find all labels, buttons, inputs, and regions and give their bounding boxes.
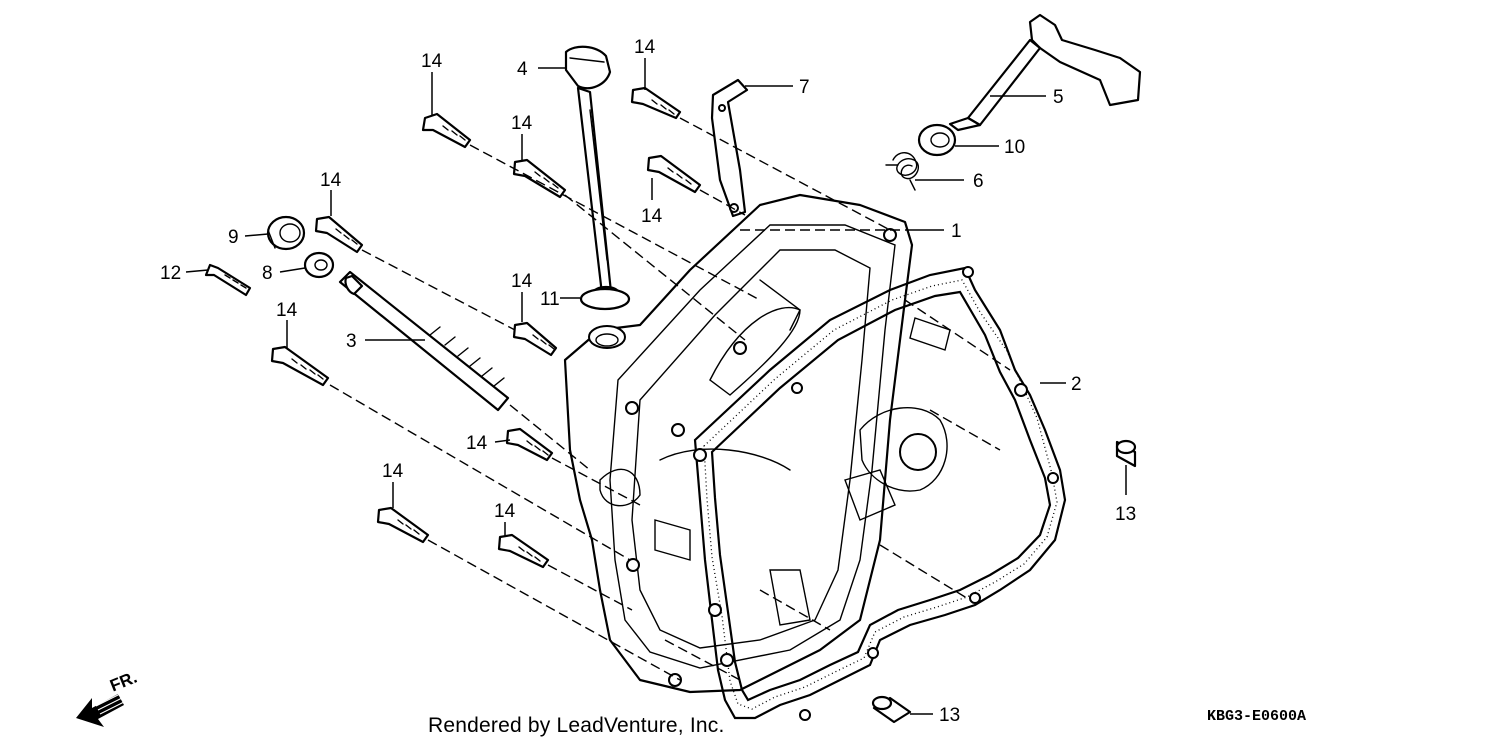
callout-3: 3 [346,331,357,352]
callout-5: 5 [1053,87,1064,108]
callout-14-e: 14 [320,170,342,191]
callout-9: 9 [228,227,239,248]
callout-14-d: 14 [641,206,663,227]
bolt-12 [204,263,252,297]
callout-4: 4 [517,59,528,80]
seal-10 [917,123,957,157]
bolt-14g [270,345,330,387]
bolt-14j [497,533,550,569]
bolt-14b [630,86,682,120]
front-direction-arrow-icon [76,693,125,727]
crankcase-cover-gasket [693,266,1067,721]
oil-seal [266,215,306,251]
callout-14-h: 14 [466,433,488,454]
callout-14-j: 14 [494,501,516,522]
bolt-14d [646,154,702,194]
callout-2: 2 [1071,374,1082,395]
callout-11: 11 [540,289,560,310]
spring-6 [885,152,919,191]
bracket-7 [710,78,749,218]
callout-13-right: 13 [1115,504,1136,525]
washer [303,251,335,279]
callout-14-f: 14 [511,271,533,292]
callout-8: 8 [262,263,273,284]
right-crankcase-cover [563,193,914,694]
callout-14-g: 14 [276,300,298,321]
callout-14-b: 14 [634,37,656,58]
callout-7: 7 [799,77,810,98]
alignment-lines [329,117,1011,681]
callout-14-a: 14 [421,51,443,72]
arm-5 [948,13,1142,132]
callout-labels: 1 2 3 4 5 6 7 8 9 10 11 12 13 13 14 14 1… [160,37,1136,726]
dowel-pin-bottom [871,695,912,724]
callout-13-bottom: 13 [939,705,960,726]
catalog-code: KBG3-E0600A [1207,708,1307,725]
oil-level-dipstick [564,45,620,299]
kick-starter-spindle [338,270,510,412]
dipstick-o-ring [579,287,631,311]
leader-lines [185,58,1127,715]
bolt-14c [512,158,567,199]
callout-1: 1 [951,221,962,242]
bolt-14e [314,215,364,254]
callout-10: 10 [1004,137,1025,158]
callout-14-c: 14 [511,113,533,134]
bolt-14i [376,506,430,544]
dowel-pin-right [1115,439,1137,468]
callout-14-i: 14 [382,461,404,482]
bolt-14a [421,112,472,149]
bolt-14f [512,321,558,357]
bolt-14h [505,427,554,462]
callout-12: 12 [160,263,181,284]
render-credit: Rendered by LeadVenture, Inc. [428,714,725,737]
callout-6: 6 [973,171,984,192]
